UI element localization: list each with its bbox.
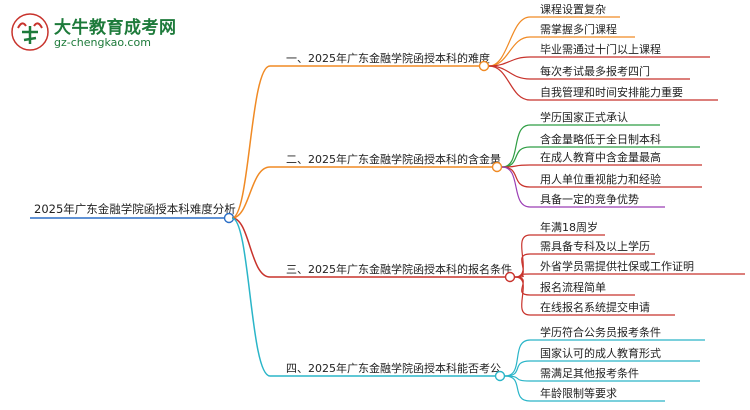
branch-node-dot-4 (494, 370, 506, 382)
child-label-3-1: 年满18周岁 (540, 220, 598, 234)
child-label-4-4: 年龄限制等要求 (540, 386, 617, 400)
child-connector-1-4 (488, 65, 531, 80)
branch-node-dot-2 (491, 161, 503, 173)
logo-url: gz-chengkao.com (54, 36, 151, 49)
child-label-4-1: 学历符合公务员报考条件 (540, 325, 661, 339)
child-connector-2-5 (501, 166, 531, 208)
branch-node-dot-3 (504, 271, 516, 283)
child-label-2-2: 含金量略低于全日制本科 (540, 132, 661, 146)
child-connector-2-1 (501, 124, 531, 168)
branch-connector-1 (231, 65, 271, 219)
root-label: 2025年广东金融学院函授本科难度分析 (34, 202, 236, 216)
branch-connector-4 (231, 217, 271, 377)
branch-connector-2 (231, 166, 271, 219)
child-label-1-2: 需掌握多门课程 (540, 22, 617, 36)
child-connector-2-2 (501, 146, 531, 168)
child-label-4-2: 国家认可的成人教育形式 (540, 346, 661, 360)
logo-title: 大牛教育成考网 (54, 18, 177, 38)
child-connector-1-5 (488, 65, 531, 101)
site-logo: 大牛教育成考网 gz-chengkao.com (10, 12, 210, 56)
child-label-2-1: 学历国家正式承认 (540, 110, 628, 124)
branch-label-4: 四、2025年广东金融学院函授本科能否考公 (286, 361, 501, 375)
child-connector-3-5 (514, 276, 531, 316)
branch-label-2: 二、2025年广东金融学院函授本科的含金量 (286, 152, 501, 166)
child-label-3-3: 外省学员需提供社保或工作证明 (540, 259, 694, 273)
child-label-1-5: 自我管理和时间安排能力重要 (540, 85, 683, 99)
child-connector-1-1 (488, 16, 531, 67)
child-label-2-4: 用人单位重视能力和经验 (540, 172, 661, 186)
child-label-1-4: 每次考试最多报考四门 (540, 64, 650, 78)
branch-label-3: 三、2025年广东金融学院函授本科的报名条件 (286, 262, 512, 276)
child-label-1-3: 毕业需通过十门以上课程 (540, 42, 661, 56)
child-label-3-5: 在线报名系统提交申请 (540, 300, 650, 314)
child-label-4-3: 需满足其他报考条件 (540, 366, 639, 380)
branch-node-dot-1 (478, 60, 490, 72)
child-connector-4-2 (504, 360, 531, 377)
child-label-1-1: 课程设置复杂 (540, 2, 606, 16)
child-label-3-2: 需具备专科及以上学历 (540, 239, 650, 253)
child-connector-4-1 (504, 339, 531, 377)
branch-label-1: 一、2025年广东金融学院函授本科的难度 (286, 51, 490, 65)
branch-connector-3 (231, 217, 271, 278)
child-connector-4-4 (504, 375, 531, 402)
child-connector-2-4 (501, 166, 531, 188)
bull-logo-icon (11, 13, 49, 51)
child-label-2-3: 在成人教育中含金量最高 (540, 150, 661, 164)
child-label-3-4: 报名流程简单 (540, 280, 606, 294)
child-label-2-5: 具备一定的竞争优势 (540, 192, 639, 206)
